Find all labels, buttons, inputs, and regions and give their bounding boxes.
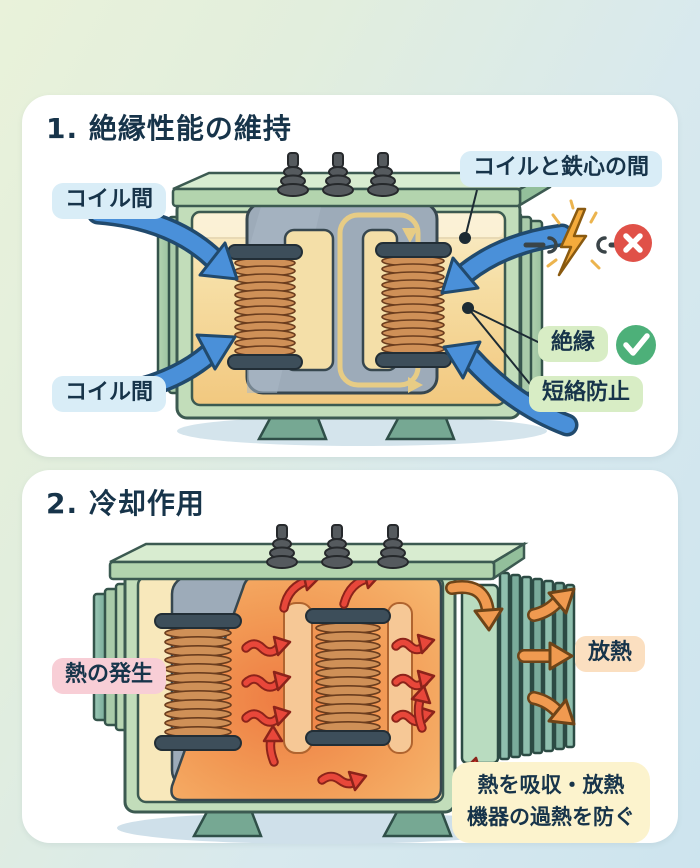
red-arrow (391, 669, 436, 691)
lightning-icon (557, 207, 588, 277)
red-arrow (241, 670, 292, 692)
label-insulation: 絶縁 (538, 326, 609, 362)
ground-shadow (177, 416, 547, 446)
blue-arrow-bottom-right (442, 340, 579, 437)
x-circle-icon (614, 224, 652, 262)
heat-release-arrows (445, 580, 576, 726)
label-coil-core-gap: コイルと鉄心の間 (460, 151, 663, 187)
wire-stub-left-icon (523, 236, 558, 254)
red-arrow (262, 724, 284, 767)
bushing-icon (377, 524, 409, 569)
bushing-icon (321, 524, 353, 569)
red-arrow (410, 684, 432, 733)
primary-coil (154, 613, 242, 751)
orange-arrow-exit-top (527, 587, 576, 622)
secondary-coil (305, 608, 391, 746)
callout-lines (459, 189, 541, 390)
label-coil-gap-top: コイル間 (52, 183, 167, 219)
bushing-insulators (277, 152, 399, 197)
secondary-coil (375, 242, 452, 368)
orange-arrow-exit-bottom (527, 691, 576, 726)
tank-legs (191, 808, 453, 838)
spark-dashes (546, 199, 601, 270)
orange-arrow-into-radiator (445, 580, 504, 632)
red-arrow (241, 635, 292, 657)
cooling-summary-line2: 機器の過熱を防ぐ (467, 804, 635, 829)
primary-coil (227, 244, 303, 370)
bushing-insulators (266, 524, 409, 569)
red-arrow (391, 633, 436, 655)
bushing-icon (322, 152, 354, 197)
red-arrow (241, 705, 292, 727)
check-circle-icon (616, 325, 656, 365)
red-arrow (317, 770, 368, 792)
section1-title: 1. 絶縁性能の維持 (46, 112, 292, 145)
label-heat-generation: 熱の発生 (52, 658, 167, 694)
tank-lid (171, 170, 552, 208)
label-short-circuit-prevention: 短絡防止 (529, 376, 644, 412)
bushing-icon (266, 524, 298, 569)
bushing-icon (277, 152, 309, 197)
transformer-insulation-illustration (86, 152, 656, 446)
tank-lid (108, 541, 529, 581)
cooling-summary-line1: 熱を吸収・放熱 (477, 773, 625, 797)
label-heat-release: 放熱 (575, 636, 646, 672)
section2-title: 2. 冷却作用 (46, 487, 205, 520)
cooling-summary-callout: 熱を吸収・放熱 機器の過熱を防ぐ (452, 762, 650, 843)
bushing-icon (367, 152, 399, 197)
orange-arrow-exit-middle (517, 641, 574, 671)
label-coil-gap-bottom: コイル間 (52, 376, 167, 412)
